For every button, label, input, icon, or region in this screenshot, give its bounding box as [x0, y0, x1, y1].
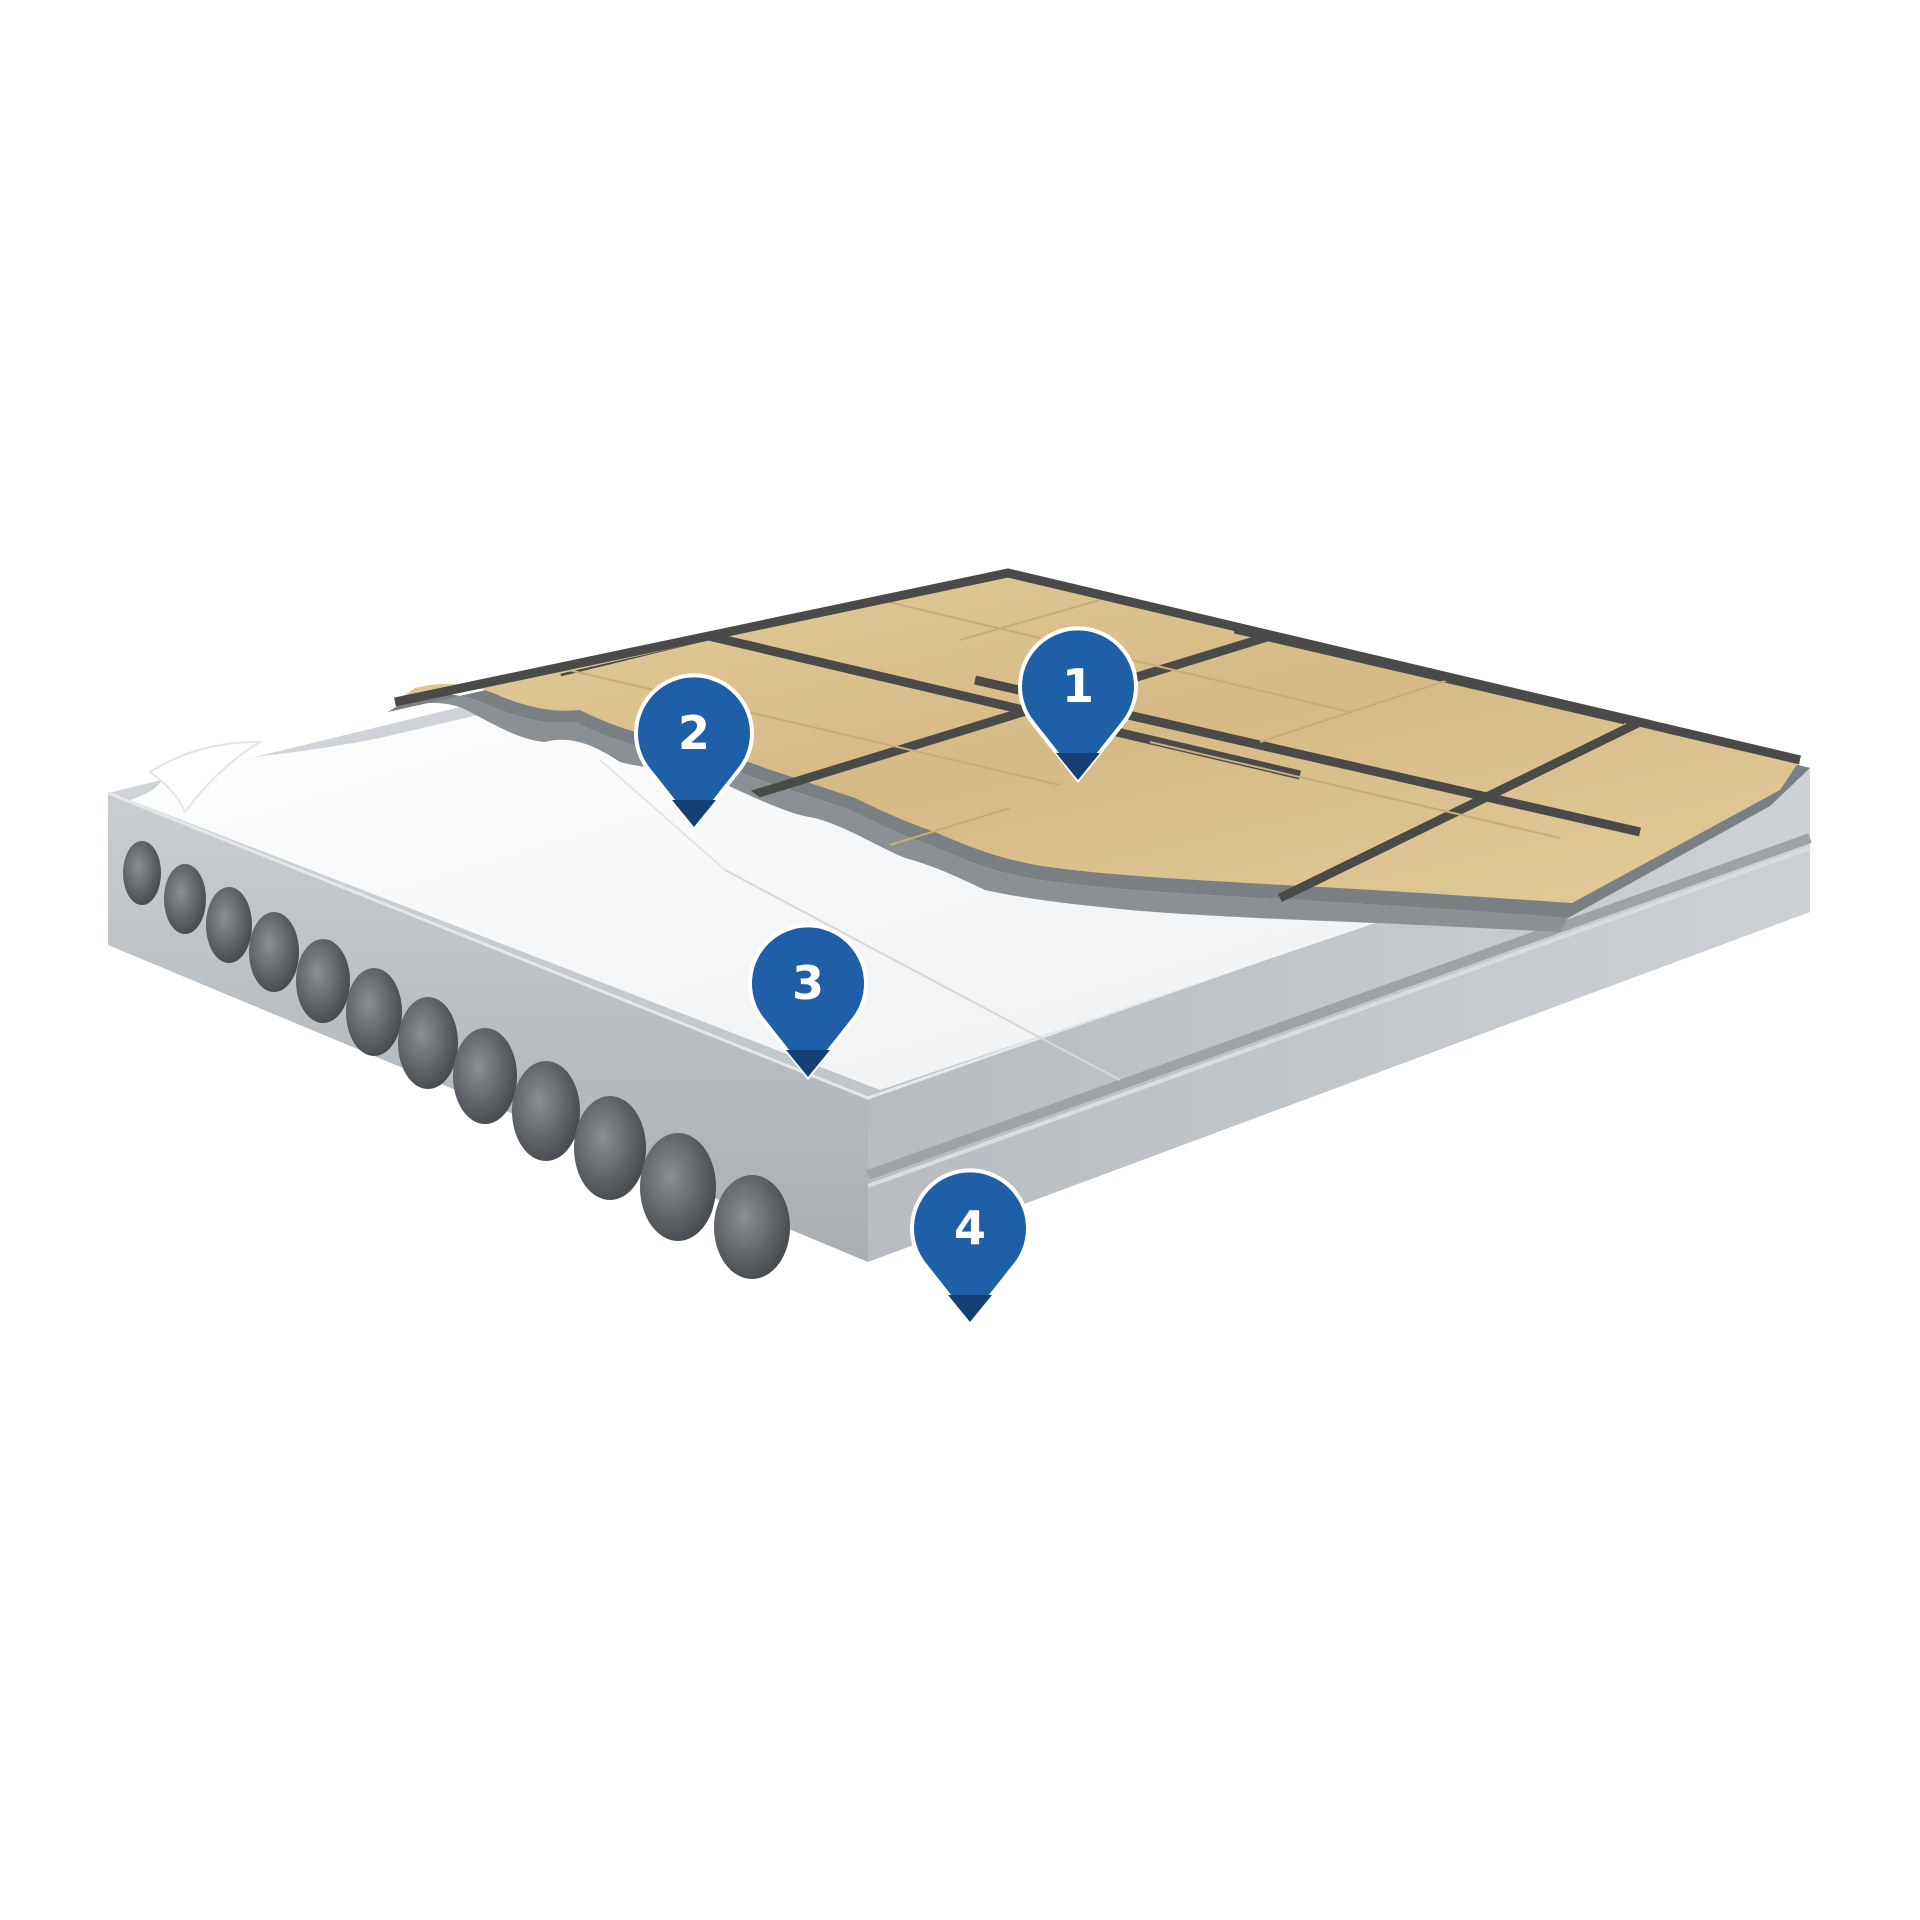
- membrane-seam: [599, 759, 726, 871]
- marker-label: 1: [1062, 659, 1094, 713]
- hollow-core: [123, 841, 161, 905]
- marker-label: 3: [792, 956, 824, 1010]
- hollow-core: [574, 1096, 646, 1200]
- map-pin-tip: [672, 800, 716, 827]
- hollow-core: [453, 1028, 517, 1124]
- tile-grout-lines: [558, 599, 1642, 903]
- adhesive-bed: [388, 694, 1568, 932]
- hollow-core: [346, 968, 402, 1056]
- tile-seam: [959, 599, 1101, 641]
- tile-seam: [1149, 741, 1561, 839]
- membrane-curl: [148, 740, 264, 815]
- grout-line: [708, 625, 1292, 813]
- marker-label: 2: [678, 706, 710, 760]
- map-pin-tip: [948, 1295, 992, 1322]
- marker-4[interactable]: 4: [910, 1168, 1030, 1326]
- grout-line: [698, 629, 1302, 780]
- hollow-core: [296, 939, 350, 1023]
- hollow-core: [164, 864, 206, 934]
- hollow-core: [640, 1133, 716, 1241]
- map-pin-icon: [910, 1168, 1030, 1326]
- marker-3[interactable]: 3: [748, 923, 868, 1081]
- tile-seam: [879, 807, 1011, 849]
- tile-seam: [559, 667, 1061, 786]
- slab-hollow-cores: [123, 841, 790, 1279]
- hollow-core: [249, 912, 299, 992]
- tile-border: [394, 568, 1802, 765]
- slab-groove-highlight: [867, 846, 1811, 1188]
- marker-1[interactable]: 1: [1018, 626, 1138, 784]
- map-pin-tip: [1056, 753, 1100, 780]
- slab-groove: [866, 833, 1812, 1180]
- hollow-core: [398, 997, 458, 1089]
- map-pin-icon: [634, 673, 754, 831]
- membrane-seam: [724, 869, 1121, 1081]
- grout-line: [1278, 717, 1642, 903]
- map-pin-icon: [748, 923, 868, 1081]
- marker-2[interactable]: 2: [634, 673, 754, 831]
- marker-label: 4: [954, 1201, 986, 1255]
- map-pin-tip: [786, 1050, 830, 1077]
- hollow-core: [206, 887, 252, 963]
- map-pin-icon: [1018, 626, 1138, 784]
- tile-seam: [1259, 675, 1461, 743]
- hollow-core: [512, 1061, 580, 1161]
- hollow-core: [714, 1175, 790, 1279]
